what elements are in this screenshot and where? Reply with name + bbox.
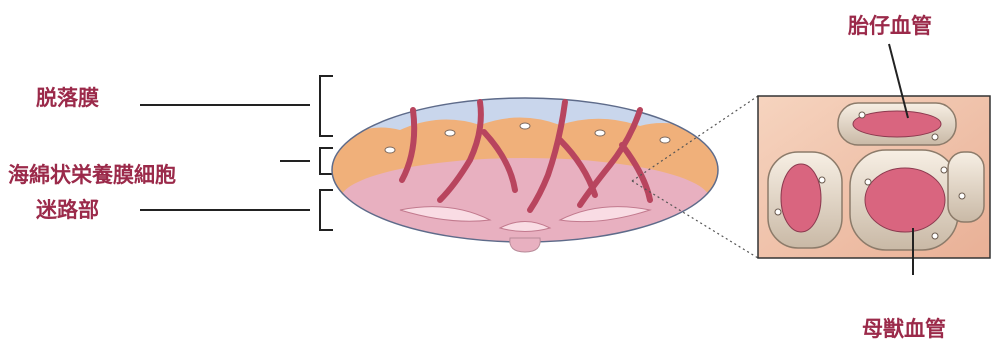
placenta-section <box>330 95 730 260</box>
zoom-inset <box>758 96 990 258</box>
leader-lines <box>140 76 333 230</box>
